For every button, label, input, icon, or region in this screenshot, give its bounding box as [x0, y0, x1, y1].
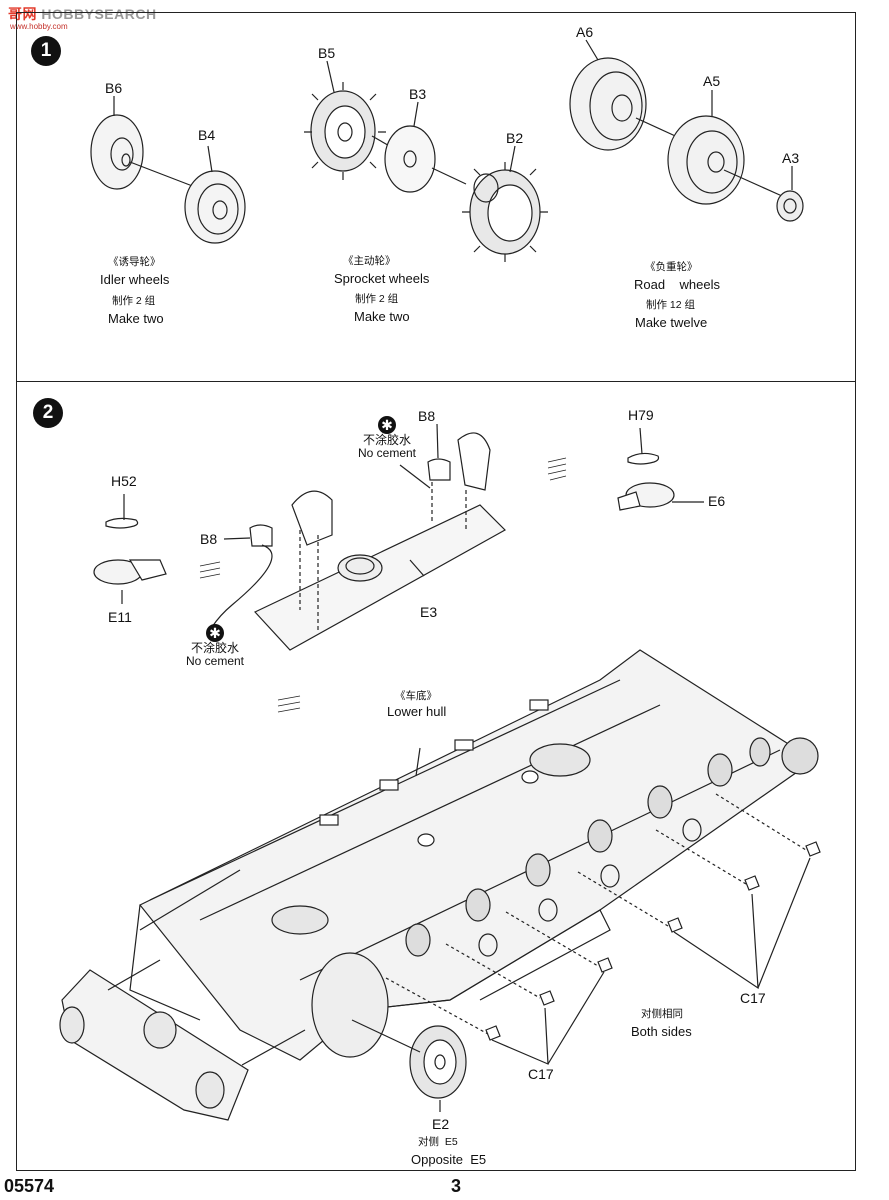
sprocket-disc-b3: [384, 125, 436, 193]
arm-part: [291, 490, 333, 546]
road-caption-en: Road wheels: [634, 277, 720, 292]
step2-panel: [16, 381, 856, 1171]
opposite-cn: 对侧 E5: [418, 1136, 458, 1148]
no-cement-icon: ✱: [378, 416, 396, 434]
kit-code: 05574: [4, 1176, 55, 1196]
part-label-a3: A3: [782, 150, 800, 166]
suspension-plate-e3: [254, 504, 506, 651]
idler-qty-cn: 制作 2 组: [112, 295, 156, 307]
sprocket-caption-en: Sprocket wheels: [334, 271, 430, 286]
no-cement-note-left: ✱ 不涂胶水 No cement: [180, 624, 250, 668]
watermark-site: www.hobby.com: [10, 22, 68, 31]
part-label-b8-top: B8: [418, 408, 436, 424]
sprocket-e2: [409, 1025, 467, 1099]
both-sides-cn: 对侧相同: [641, 1008, 683, 1020]
no-cement-note-top: ✱ 不涂胶水 No cement: [352, 416, 422, 460]
part-label-e3: E3: [420, 604, 438, 620]
part-label-b8-left: B8: [200, 531, 218, 547]
c17-caps: [485, 841, 821, 1041]
opposite-en: Opposite E5: [411, 1152, 487, 1167]
part-label-b5: B5: [318, 45, 336, 61]
road-wheel-a5: [667, 115, 745, 205]
part-label-b6: B6: [105, 80, 123, 96]
sprocket-b2: [462, 162, 548, 262]
sprocket-qty-en: Make two: [354, 309, 410, 324]
road-wheel-a6: [569, 57, 647, 151]
part-label-a6: A6: [576, 24, 594, 40]
sprocket-qty-cn: 制作 2 组: [355, 293, 399, 305]
page-number: 3: [451, 1176, 462, 1196]
idler-wheel-b6: [90, 114, 144, 190]
no-cement-cn: 不涂胶水: [190, 641, 239, 655]
lower-hull: [129, 649, 819, 1061]
hub-cap-a3: [776, 190, 804, 222]
sprocket-caption-cn: 《主动轮》: [343, 255, 396, 267]
step-1-number: 1: [31, 36, 61, 66]
no-cement-cn: 不涂胶水: [362, 433, 411, 447]
step-2-number: 2: [33, 398, 63, 428]
road-qty-en: Make twelve: [635, 315, 708, 330]
road-caption-cn: 《负重轮》: [645, 261, 698, 273]
no-cement-en: No cement: [185, 654, 245, 669]
part-label-h79: H79: [628, 407, 654, 423]
both-sides-en: Both sides: [631, 1024, 692, 1039]
lower-hull-caption-en: Lower hull: [387, 704, 447, 719]
part-label-e6: E6: [708, 493, 726, 509]
part-label-b4: B4: [198, 127, 216, 143]
part-label-c17-left: C17: [528, 1066, 554, 1082]
sprocket-b5: [304, 82, 386, 180]
part-label-b2: B2: [506, 130, 524, 146]
part-label-c17-right: C17: [740, 990, 766, 1006]
part-label-a5: A5: [703, 73, 721, 89]
idler-wheel-b4: [184, 170, 246, 244]
arm-part: [457, 432, 491, 491]
idler-qty-en: Make two: [108, 311, 164, 326]
road-qty-cn: 制作 12 组: [646, 299, 696, 311]
watermark-logo: 哥网 HOBBYSEARCH: [8, 6, 157, 22]
part-label-h52: H52: [111, 473, 137, 489]
idler-caption-cn: 《诱导轮》: [108, 256, 161, 268]
idler-caption-en: Idler wheels: [100, 272, 170, 287]
no-cement-icon: ✱: [206, 624, 224, 642]
part-label-e11: E11: [108, 609, 132, 625]
lower-hull-caption-cn: 《车底》: [395, 690, 437, 702]
part-label-e2: E2: [432, 1116, 450, 1132]
no-cement-en: No cement: [357, 446, 417, 461]
part-label-b3: B3: [409, 86, 427, 102]
